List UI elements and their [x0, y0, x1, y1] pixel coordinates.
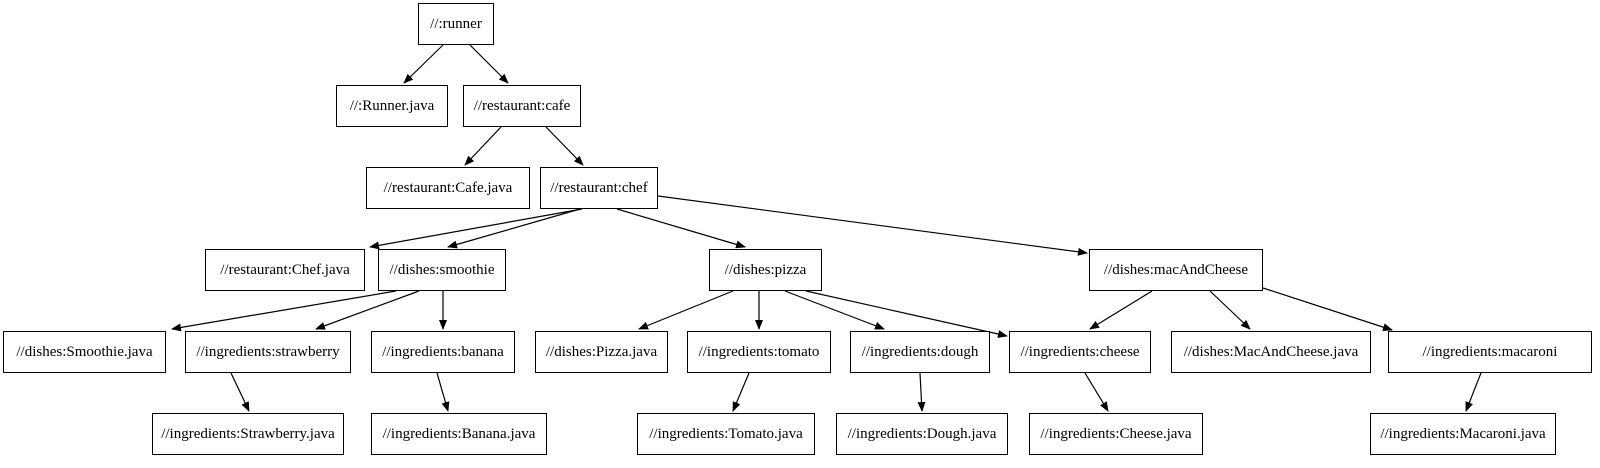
graph-node-dishes_pizza[interactable]: //dishes:pizza [709, 249, 822, 291]
graph-node-restaurant_chef[interactable]: //restaurant:chef [540, 167, 658, 209]
graph-node-dishes_macandchs[interactable]: //dishes:macAndCheese [1089, 249, 1263, 291]
graph-node-cafe_java[interactable]: //restaurant:Cafe.java [366, 167, 530, 209]
graph-node-label: //dishes:smoothie [389, 261, 495, 278]
graph-node-label: //ingredients:tomato [698, 343, 820, 360]
graph-node-smoothie_java[interactable]: //dishes:Smoothie.java [3, 331, 166, 373]
graph-node-runner[interactable]: //:runner [418, 3, 494, 45]
graph-node-label: //ingredients:Tomato.java [649, 425, 803, 442]
graph-node-label: //restaurant:chef [550, 179, 648, 196]
graph-node-label: //ingredients:strawberry [196, 343, 340, 360]
graph-node-label: //:Runner.java [349, 97, 435, 114]
graph-node-strawberry_java[interactable]: //ingredients:Strawberry.java [152, 413, 344, 455]
graph-node-dishes_smoothie[interactable]: //dishes:smoothie [378, 249, 506, 291]
graph-node-dough_java[interactable]: //ingredients:Dough.java [836, 413, 1008, 455]
graph-node-restaurant_cafe[interactable]: //restaurant:cafe [463, 85, 581, 127]
graph-node-ing_strawberry[interactable]: //ingredients:strawberry [185, 331, 351, 373]
graph-node-label: //dishes:pizza [724, 261, 807, 278]
graph-node-ing_banana[interactable]: //ingredients:banana [371, 331, 515, 373]
graph-node-label: //ingredients:Banana.java [382, 425, 536, 442]
graph-node-label: //ingredients:banana [382, 343, 504, 360]
graph-node-label: //dishes:MacAndCheese.java [1183, 343, 1359, 360]
graph-node-pizza_java[interactable]: //dishes:Pizza.java [535, 331, 668, 373]
graph-node-banana_java[interactable]: //ingredients:Banana.java [371, 413, 547, 455]
graph-node-tomato_java[interactable]: //ingredients:Tomato.java [637, 413, 815, 455]
graph-node-label: //restaurant:Cafe.java [383, 179, 513, 196]
graph-node-macaroni_java[interactable]: //ingredients:Macaroni.java [1370, 413, 1556, 455]
graph-node-label: //restaurant:Chef.java [220, 261, 350, 278]
graph-node-ing_tomato[interactable]: //ingredients:tomato [687, 331, 831, 373]
graph-node-label: //ingredients:Macaroni.java [1380, 425, 1546, 442]
graph-node-ing_macaroni[interactable]: //ingredients:macaroni [1388, 331, 1592, 373]
graph-node-label: //ingredients:macaroni [1422, 343, 1558, 360]
graph-node-ing_dough[interactable]: //ingredients:dough [850, 331, 990, 373]
graph-node-ing_cheese[interactable]: //ingredients:cheese [1009, 331, 1151, 373]
graph-node-label: //restaurant:cafe [473, 97, 571, 114]
graph-node-label: //dishes:Pizza.java [545, 343, 658, 360]
graph-node-label: //ingredients:dough [861, 343, 979, 360]
graph-node-label: //ingredients:Dough.java [847, 425, 997, 442]
graph-node-chef_java[interactable]: //restaurant:Chef.java [205, 249, 365, 291]
graph-node-runner_java[interactable]: //:Runner.java [336, 85, 448, 127]
graph-node-label: //ingredients:Cheese.java [1040, 425, 1192, 442]
graph-node-label: //ingredients:cheese [1020, 343, 1140, 360]
graph-node-cheese_java[interactable]: //ingredients:Cheese.java [1029, 413, 1203, 455]
graph-node-macandcheese_java[interactable]: //dishes:MacAndCheese.java [1171, 331, 1371, 373]
graph-node-label: //:runner [430, 15, 482, 32]
graph-node-label: //dishes:macAndCheese [1103, 261, 1249, 278]
graph-node-label: //dishes:Smoothie.java [16, 343, 153, 360]
graph-node-label: //ingredients:Strawberry.java [161, 425, 335, 442]
